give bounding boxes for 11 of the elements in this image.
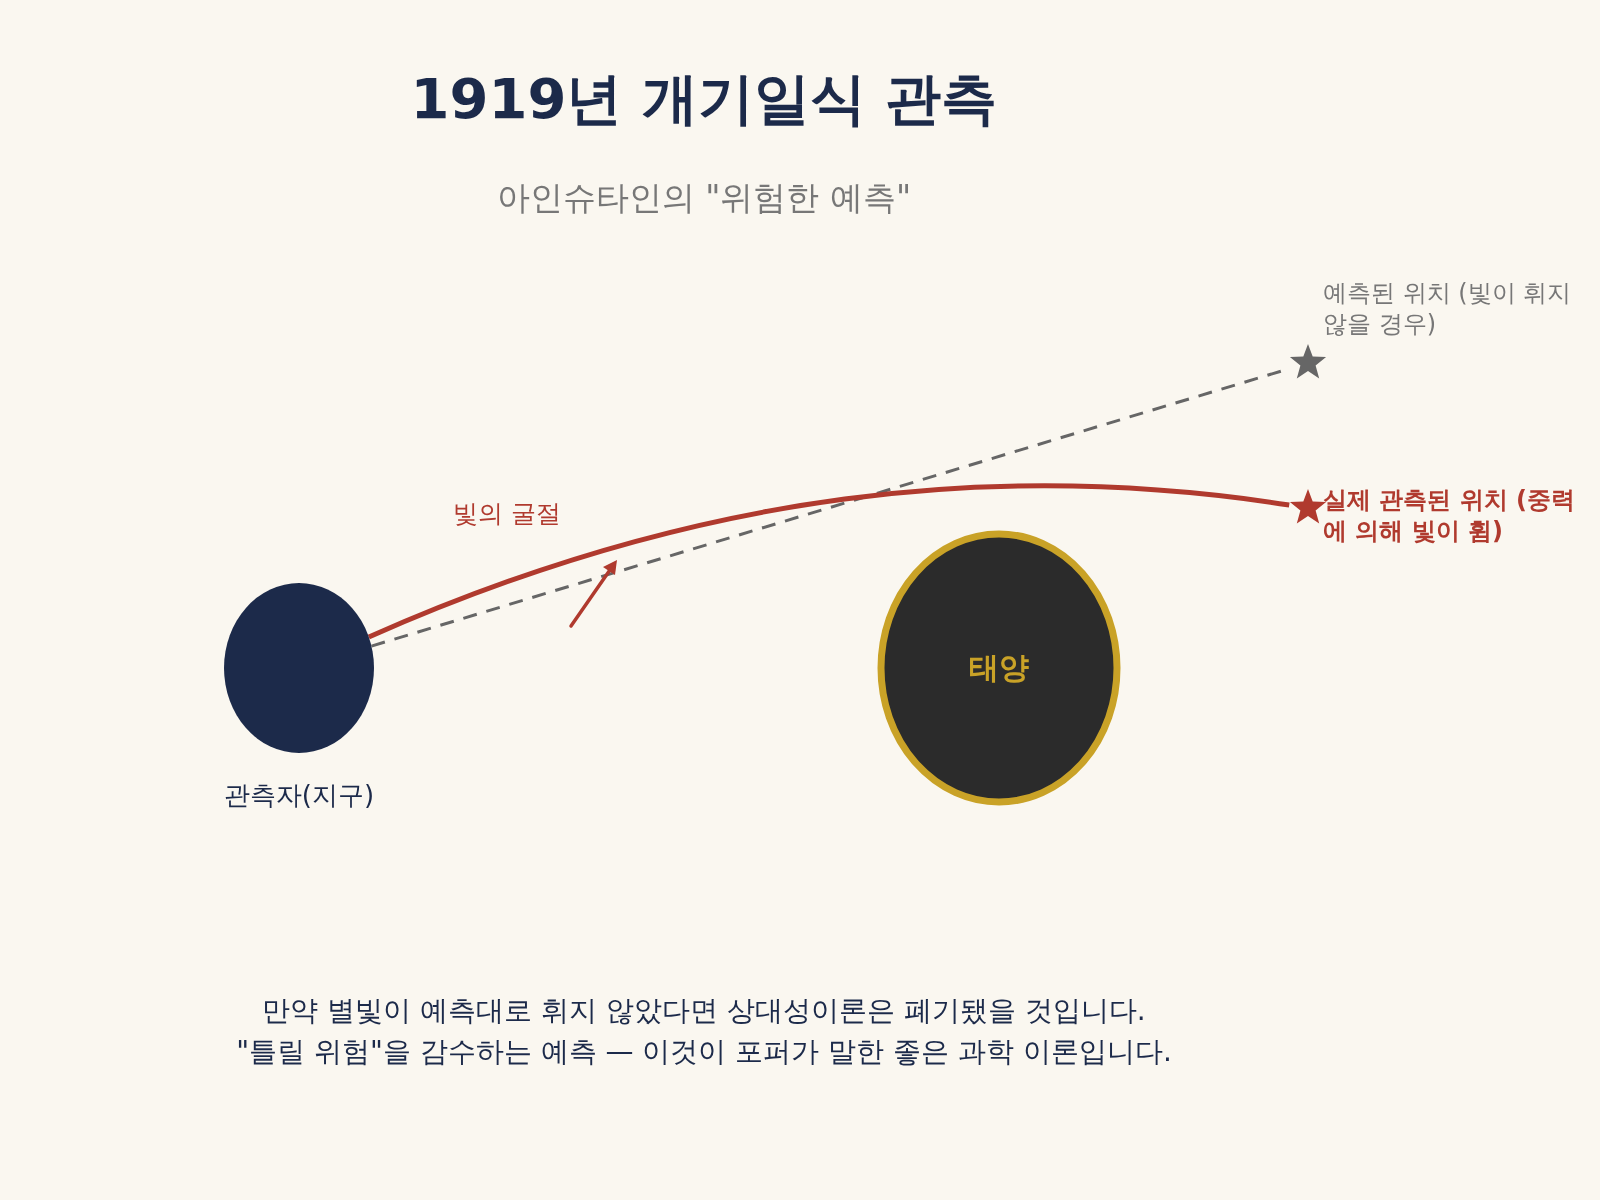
sun-circle: [877, 530, 1121, 806]
sun-label: 태양: [968, 649, 1030, 687]
subtitle: 아인슈타인의 "위험한 예측": [495, 177, 913, 219]
observer-label: 관측자(지구): [222, 779, 376, 812]
position-label: 실제 관측된 위치 (중력에 의해 빛이 휨): [1323, 485, 1577, 547]
title: 1919년 개기일식 관측: [409, 65, 999, 133]
note-text: 만약 별빛이 예측대로 휘지 않았다면 상대성이론은 폐기됐을 것입니다.: [261, 993, 1147, 1029]
note-text: "틀릴 위험"을 감수하는 예측 — 이것이 포퍼가 말한 좋은 과학 이론입니다.: [235, 1034, 1173, 1070]
position-label: 예측된 위치 (빛이 휘지 않을 경우): [1323, 278, 1573, 340]
earth-circle: [224, 583, 374, 753]
light-path: [367, 483, 1290, 640]
